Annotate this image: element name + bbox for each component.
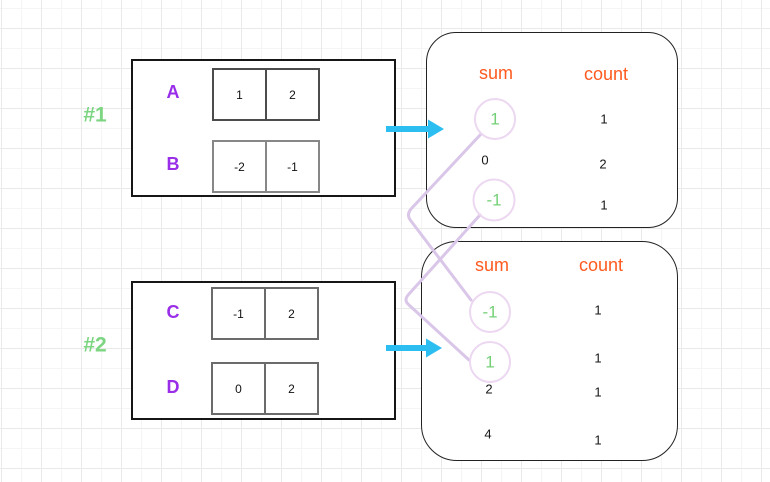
array-b-name: B [166, 154, 180, 174]
example-1-label: #1 [83, 103, 107, 127]
array-a-cell-1: 2 [267, 68, 320, 121]
array-c-cells: -1 2 [211, 287, 319, 340]
example-2-sum-header: sum [474, 255, 510, 275]
array-c-name: C [166, 302, 180, 322]
array-a-name: A [166, 82, 180, 102]
example-1-sum-value-highlighted: 1 [490, 109, 500, 129]
example-1-sum-value-highlighted: -1 [486, 190, 502, 210]
example-1-sum-header: sum [478, 63, 514, 83]
example-1-count-header: count [583, 64, 629, 84]
example-2-count-value: 1 [594, 302, 602, 318]
array-b-cells: -2 -1 [212, 140, 320, 193]
array-c-cell-0: -1 [211, 287, 266, 340]
example-1-sum-value: 0 [481, 152, 489, 168]
array-d-cell-0: 0 [211, 362, 266, 415]
example-2-label: #2 [83, 333, 107, 357]
array-d-cell-1: 2 [266, 362, 319, 415]
example-1-count-value: 1 [600, 111, 608, 127]
array-b-cell-0: -2 [212, 140, 267, 193]
array-d-name: D [166, 377, 180, 397]
array-a-cells: 1 2 [212, 68, 320, 121]
example-2-count-header: count [578, 255, 624, 275]
array-c-cell-1: 2 [266, 287, 319, 340]
example-1-count-value: 1 [600, 197, 608, 213]
example-1-count-value: 2 [599, 156, 607, 172]
example-2-count-value: 1 [594, 350, 602, 366]
example-2-sum-value: 4 [484, 426, 492, 442]
array-a-cell-0: 1 [212, 68, 267, 121]
example-2-sum-value-highlighted: 1 [485, 352, 495, 372]
array-b-cell-1: -1 [267, 140, 320, 193]
example-2-sum-value-highlighted: -1 [482, 302, 498, 322]
array-d-cells: 0 2 [211, 362, 319, 415]
example-2-sum-value: 2 [485, 381, 493, 397]
example-2-count-value: 1 [594, 384, 602, 400]
example-2-count-value: 1 [594, 432, 602, 448]
example-2-sum-table [421, 241, 678, 461]
example-1-sum-table [426, 32, 678, 228]
